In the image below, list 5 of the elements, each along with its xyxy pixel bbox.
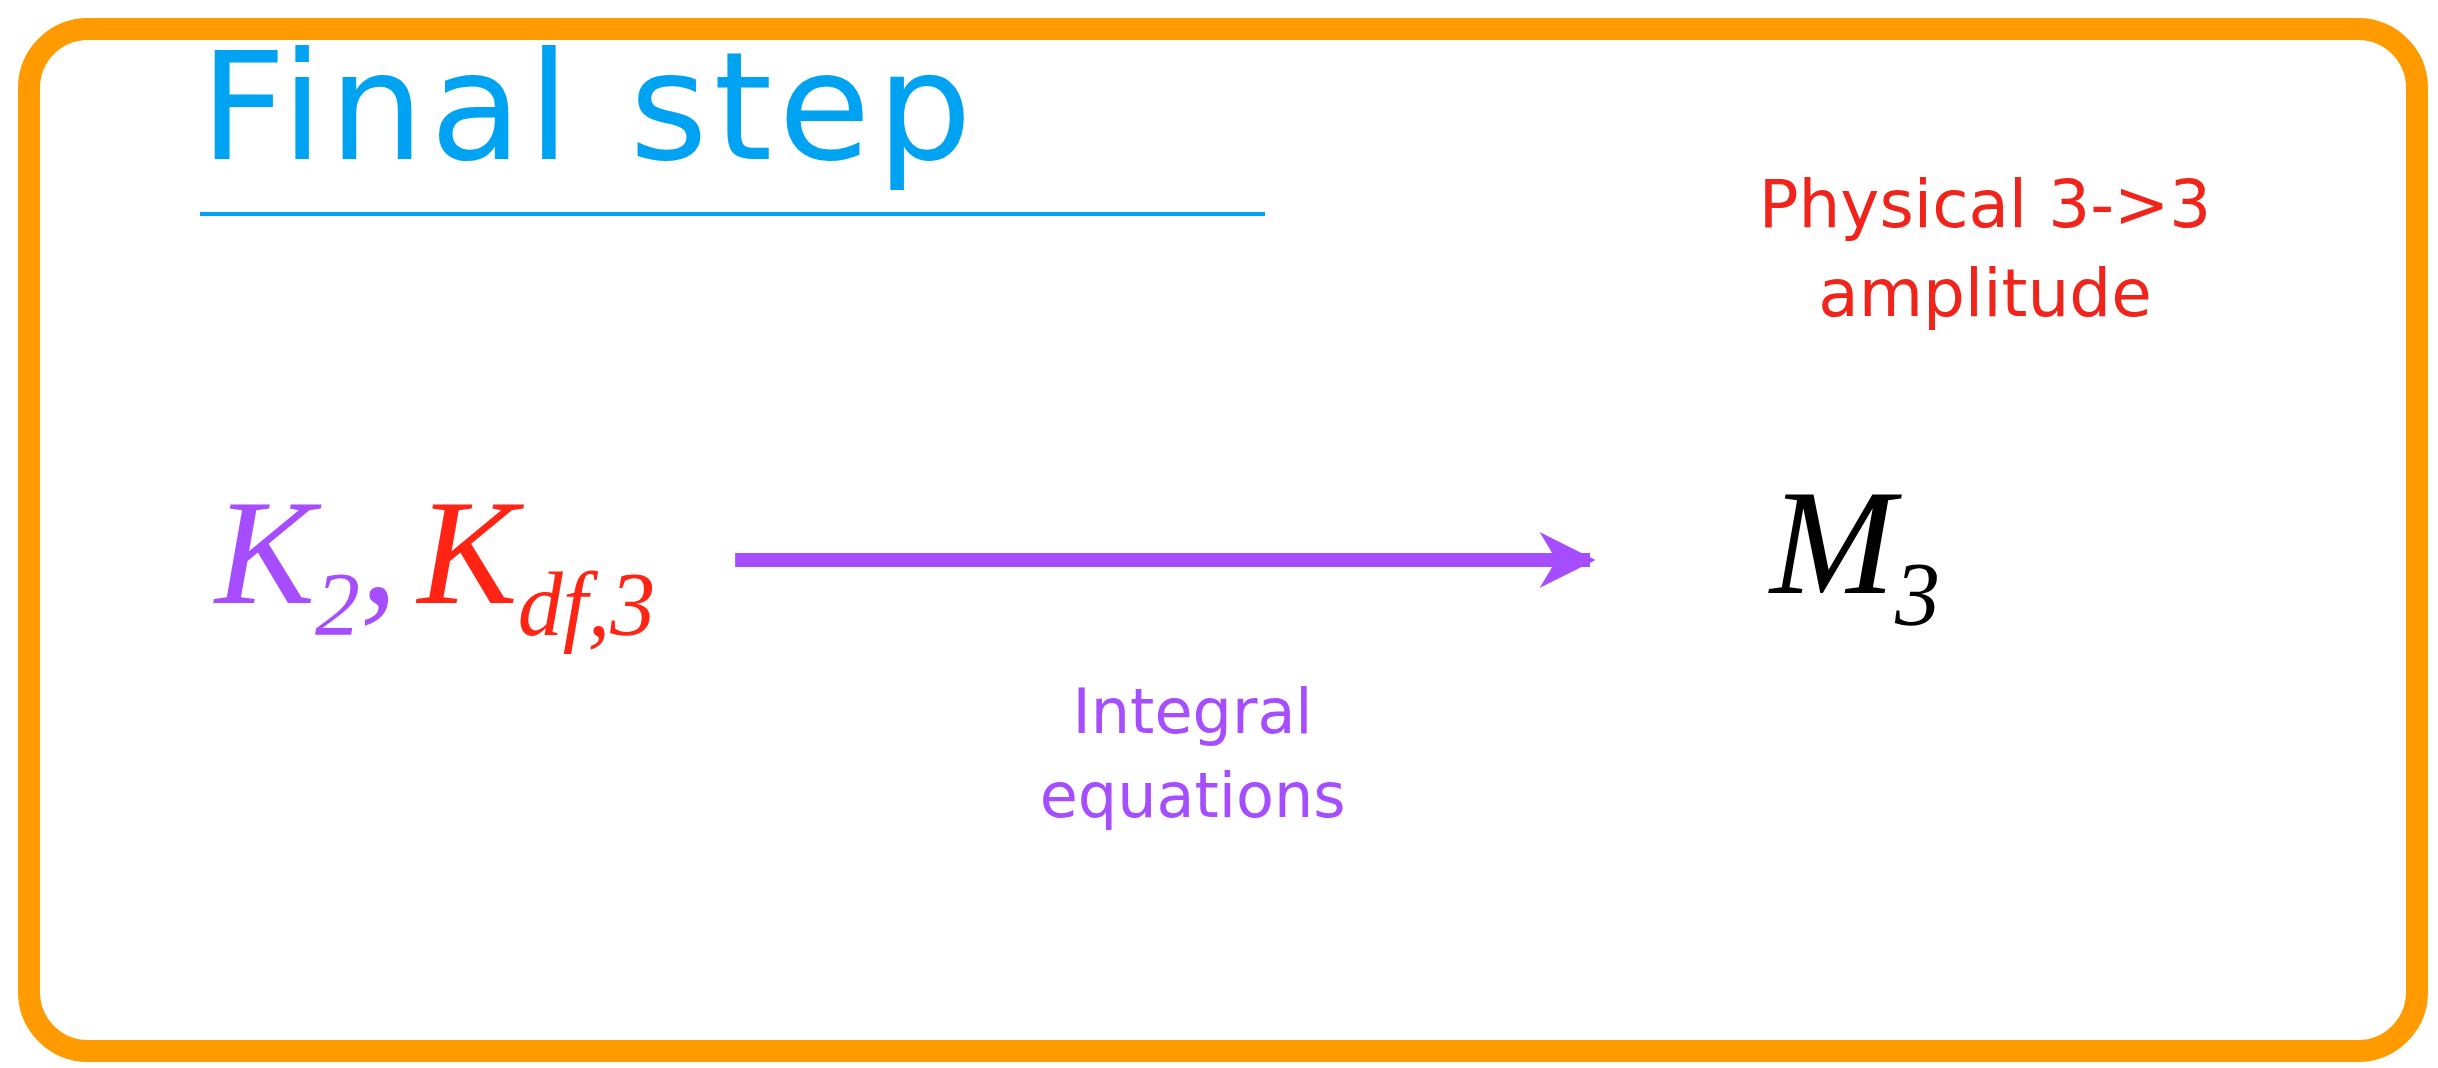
math-symbol: M$_{3}$ bbox=[1770, 460, 1960, 644]
arrow bbox=[735, 532, 1596, 588]
math-symbol: K$_{2}$,K$_{df,3}$ bbox=[215, 470, 676, 654]
title: Final step bbox=[200, 20, 1265, 216]
annotation: Physical 3->3 amplitude bbox=[1757, 165, 2213, 335]
